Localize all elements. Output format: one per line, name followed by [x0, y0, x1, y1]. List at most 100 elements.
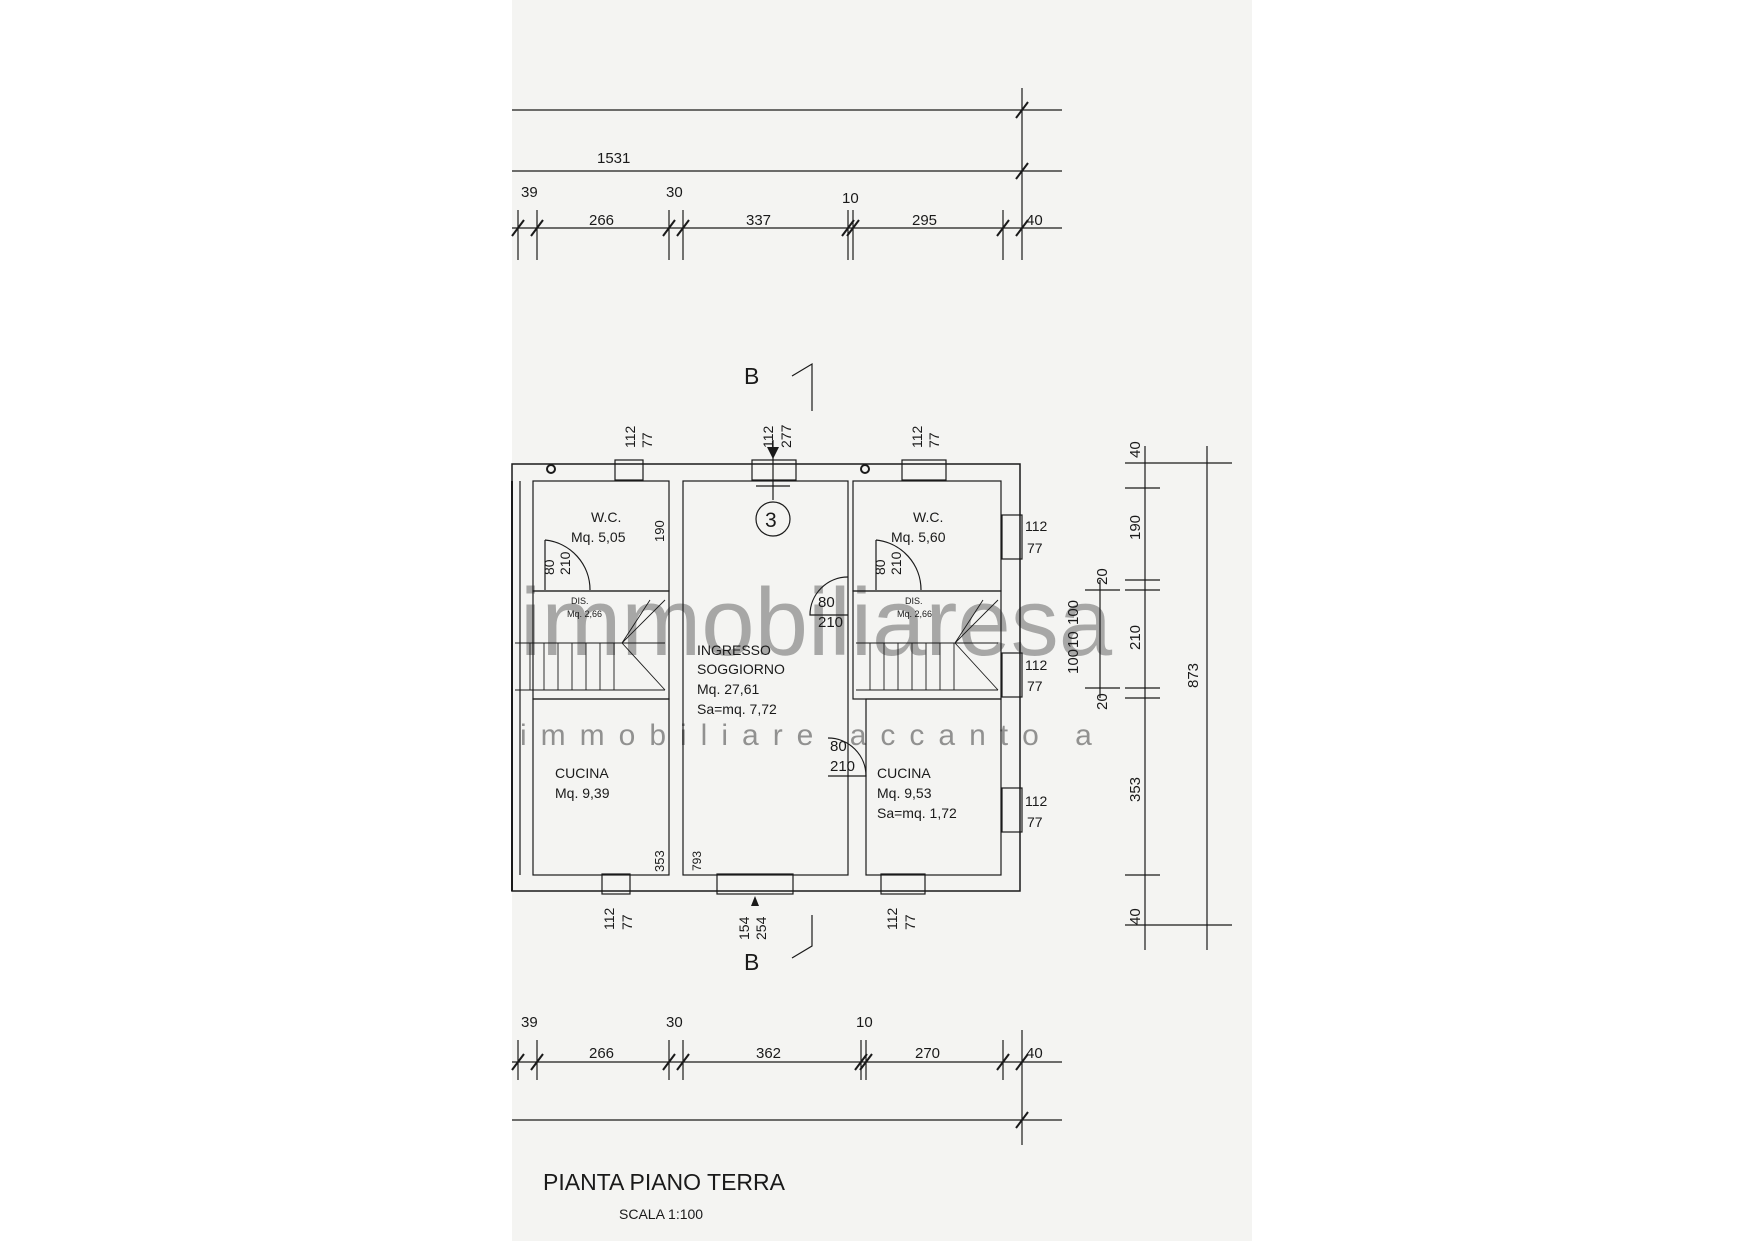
window-bottom-right	[880, 873, 926, 895]
drawing-sheet	[512, 0, 1252, 1241]
kitchen-left-name: CUCINA	[555, 765, 609, 781]
section-b-bottom-label: B	[744, 949, 759, 975]
door-wc-left-h: 210	[557, 551, 573, 575]
door-wc-right-h: 210	[888, 551, 904, 575]
top-overall-dim: 1531	[597, 150, 630, 167]
door-dis-right	[809, 576, 849, 616]
door-dis-right-w: 80	[818, 594, 835, 611]
top-wall-dim-2: 30	[666, 184, 683, 201]
wc-left-dim: 190	[652, 520, 667, 542]
door-kitchen-right-w: 80	[830, 738, 847, 755]
window-top-right-w: 112	[909, 425, 925, 448]
bottom-wall-dim-2: 30	[666, 1014, 683, 1031]
window-right-wc-w: 112	[1025, 518, 1048, 534]
window-top-left	[614, 459, 644, 481]
section-b-top-label: B	[744, 363, 759, 389]
right-dim-40-top: 40	[1127, 441, 1144, 458]
window-bottom-left-w: 112	[601, 907, 617, 930]
window-top-left-h: 77	[639, 432, 655, 448]
drawing-scale: SCALA 1:100	[619, 1206, 703, 1222]
entry-bottom-h: 254	[753, 916, 769, 940]
window-top-right-h: 77	[926, 432, 942, 448]
window-right-stairs-w: 112	[1025, 657, 1048, 673]
wc-right-name: W.C.	[913, 509, 943, 525]
room-kitchen-left	[532, 698, 670, 876]
bottom-wall-dim-4: 40	[1026, 1045, 1043, 1062]
window-right-stairs	[1001, 652, 1023, 698]
stairs-right	[856, 599, 999, 691]
watermark-sub: immobiliare accanto a	[520, 719, 1106, 752]
living-name-1: INGRESSO	[697, 642, 771, 658]
dis-right-name: DIS.	[905, 596, 923, 606]
living-dim: 793	[690, 851, 704, 871]
window-right-wc-h: 77	[1027, 540, 1043, 556]
column-left	[546, 464, 556, 474]
right-dim-353: 353	[1127, 777, 1144, 802]
section-b-top-marker	[791, 362, 813, 411]
wc-left-name: W.C.	[591, 509, 621, 525]
entry-top-h: 277	[778, 424, 794, 448]
right-dim-100-bottom: 100	[1065, 649, 1082, 674]
bottom-span-2: 362	[756, 1045, 781, 1062]
wc-left-area: Mq. 5,05	[571, 529, 626, 545]
top-wall-dim-3: 10	[842, 190, 859, 207]
right-dim-210: 210	[1127, 625, 1144, 650]
window-bottom-right-h: 77	[902, 914, 918, 930]
door-wc-left-w: 80	[541, 559, 557, 575]
top-span-1: 266	[589, 212, 614, 229]
window-bottom-left	[601, 873, 631, 895]
window-right-stairs-h: 77	[1027, 678, 1043, 694]
wc-right-area: Mq. 5,60	[891, 529, 946, 545]
kitchen-right-name: CUCINA	[877, 765, 931, 781]
dis-right-area: Mq. 2,66	[897, 609, 932, 619]
kitchen-right-sa: Sa=mq. 1,72	[877, 805, 957, 821]
top-wall-dim-1: 39	[521, 184, 538, 201]
right-dim-190: 190	[1127, 515, 1144, 540]
section-mark-circle	[755, 501, 791, 537]
top-span-2: 337	[746, 212, 771, 229]
right-overall-dim: 873	[1185, 663, 1202, 688]
kitchen-right-area: Mq. 9,53	[877, 785, 932, 801]
watermark-main: immobiliaresa	[520, 569, 1113, 676]
stairs-left	[515, 599, 666, 691]
room-kitchen-right	[865, 698, 1002, 876]
right-dim-10: 10	[1065, 631, 1082, 648]
door-kitchen-right-h: 210	[830, 758, 855, 775]
entry-top-w: 112	[760, 425, 776, 448]
drawing-title: PIANTA PIANO TERRA	[543, 1169, 786, 1195]
right-dim-20-bottom: 20	[1094, 693, 1111, 710]
bottom-wall-dim-1: 39	[521, 1014, 538, 1031]
door-kitchen-right	[827, 737, 867, 777]
top-wall-dim-4: 40	[1026, 212, 1043, 229]
entry-bottom-w: 154	[736, 916, 752, 940]
door-wc-right	[875, 539, 922, 591]
window-right-wc	[1001, 514, 1023, 560]
dis-left-area: Mq. 2,66	[567, 609, 602, 619]
window-top-right	[901, 459, 947, 481]
entry-arrow-top	[767, 447, 779, 459]
living-name-2: SOGGIORNO	[697, 661, 785, 677]
window-right-kitchen	[1001, 787, 1023, 833]
kitchen-left-dim: 353	[652, 850, 667, 872]
bottom-span-1: 266	[589, 1045, 614, 1062]
section-mark-number: 3	[765, 509, 777, 532]
bottom-span-3: 270	[915, 1045, 940, 1062]
living-sa: Sa=mq. 7,72	[697, 701, 777, 717]
right-dim-40-bottom: 40	[1127, 908, 1144, 925]
window-top-center	[751, 459, 797, 481]
top-span-3: 295	[912, 212, 937, 229]
window-bottom-left-h: 77	[619, 914, 635, 930]
dis-left-name: DIS.	[571, 596, 589, 606]
window-bottom-center	[716, 873, 794, 895]
door-dis-right-h: 210	[818, 614, 843, 631]
room-living	[682, 480, 849, 876]
door-wc-right-w: 80	[872, 559, 888, 575]
window-bottom-right-w: 112	[884, 907, 900, 930]
entry-arrow-bottom	[751, 896, 759, 906]
section-b-bottom-marker	[791, 915, 813, 959]
living-area: Mq. 27,61	[697, 681, 759, 697]
right-dim-20-top: 20	[1094, 568, 1111, 585]
door-wc-left	[544, 539, 591, 591]
right-dim-100-top: 100	[1065, 600, 1082, 625]
